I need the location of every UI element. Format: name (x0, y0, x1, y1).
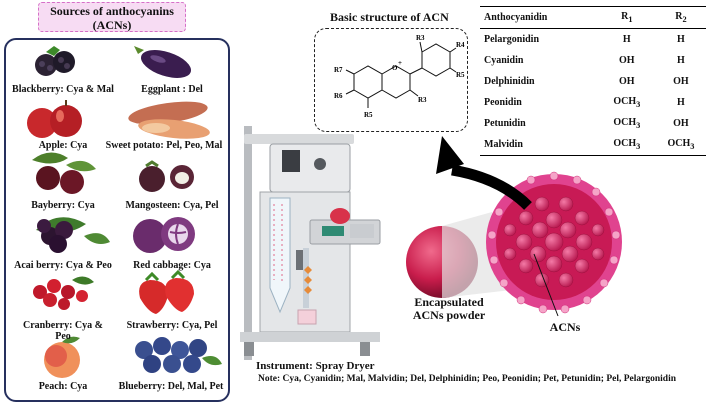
abbreviation-note: Note: Cya, Cyanidin; Mal, Malvidin; Del,… (258, 374, 677, 384)
arrow-to-structure (451, 164, 532, 210)
row-r1: H (622, 34, 631, 45)
bayberry-icon (32, 152, 96, 194)
row-name: Peonidin (484, 97, 522, 108)
food-illustrations (27, 46, 222, 378)
encapsulated-label-line2: ACNs powder (412, 308, 486, 322)
acns-pointer (533, 253, 559, 317)
sources-title: Sources of anthocyanins (ACNs) (38, 2, 186, 32)
r6-label: R6 (334, 92, 343, 100)
row-r2: H (677, 55, 685, 66)
instrument-label: Instrument: Spray Dryer (256, 360, 375, 372)
row-r2: OCH3 (667, 138, 695, 151)
row-name: Cyanidin (484, 55, 524, 66)
flavylium-structure: O + R3 R4 R5 R7 R6 R3 R5 (334, 34, 465, 119)
r7-label: R7 (334, 66, 343, 74)
acns-label: ACNs (549, 320, 581, 334)
caption-cranberry-line2: Peo (55, 331, 71, 342)
caption-bayberry: Bayberry: Cya (31, 200, 95, 211)
caption-peach: Peach: Cya (38, 381, 88, 392)
row-name: Malvidin (484, 139, 523, 150)
row-name: Pelargonidin (484, 34, 540, 45)
caption-strawberry: Strawberry: Cya, Pel (126, 320, 218, 331)
caption-blueberry: Blueberry: Del, Mal, Pet (118, 381, 224, 392)
caption-cranberry: Cranberry: Cya & Peo (9, 320, 117, 342)
caption-mangosteen: Mangosteen: Cya, Pel (125, 200, 219, 211)
r3-ring-label: R3 (418, 96, 427, 104)
strawberry-icon (139, 269, 194, 314)
row-r2: H (677, 34, 685, 45)
r5-bottom-label: R5 (364, 111, 373, 119)
row-r1: OCH3 (613, 96, 641, 109)
row-r2: H (677, 97, 685, 108)
sources-title-line1: Sources of anthocyanins (50, 4, 174, 18)
acai-berry-icon (36, 217, 110, 253)
row-name: Delphinidin (484, 76, 535, 87)
structure-box: O + R3 R4 R5 R7 R6 R3 R5 (314, 28, 468, 132)
caption-acai-berry: Acai berry: Cya & Peo (14, 260, 112, 271)
header-anthocyanidin: Anthocyanidin (484, 12, 548, 23)
row-r2: OH (673, 76, 689, 87)
table-row: Petunidin OCH3 OH (480, 113, 706, 134)
table-row: Peonidin OCH3 H (480, 92, 706, 113)
cranberry-icon (33, 276, 94, 310)
anthocyanidin-table: Anthocyanidin R1 R2 Pelargonidin H H Cya… (480, 6, 706, 156)
table-row: Delphinidin OH OH (480, 71, 706, 92)
sweet-potato-icon (128, 101, 210, 139)
row-r1: OH (619, 55, 635, 66)
table-row: Pelargonidin H H (480, 29, 706, 51)
r5-right-label: R5 (456, 71, 465, 79)
ring-bonds (345, 41, 457, 108)
mangosteen-icon (139, 160, 194, 192)
row-r2: OH (673, 118, 689, 129)
table-row: Cyanidin OH H (480, 50, 706, 71)
encapsulated-label-line1: Encapsulated (414, 295, 484, 309)
acn-particle (486, 171, 622, 317)
blackberry-icon (35, 46, 75, 76)
spray-dryer-icon (240, 126, 381, 360)
encapsulated-label: Encapsulated ACNs powder (394, 296, 504, 322)
row-r1: OCH3 (613, 117, 641, 130)
caption-blackberry: Blackberry: Cya & Mal (12, 84, 114, 95)
eggplant-icon (134, 46, 192, 78)
caption-red-cabbage: Red cabbage: Cya (133, 260, 211, 271)
r3-top-label: R3 (416, 34, 425, 42)
caption-apple: Apple: Cya (38, 140, 88, 151)
header-r2: R2 (675, 11, 687, 24)
oxonium-label: O (392, 64, 398, 72)
caption-cranberry-line1: Cranberry: Cya & (23, 320, 103, 331)
peach-icon (44, 336, 80, 378)
arrow-head (436, 136, 464, 174)
plus-label: + (398, 59, 402, 67)
header-r1: R1 (621, 11, 633, 24)
caption-sweet-potato: Sweet potato: Pel, Peo, Mal (105, 140, 223, 151)
sources-title-line2: (ACNs) (92, 18, 132, 32)
r4-label: R4 (456, 41, 465, 49)
row-r1: OH (619, 76, 635, 87)
blueberry-icon (135, 337, 222, 373)
caption-eggplant: Eggplant : Del (141, 84, 203, 95)
red-cabbage-icon (133, 217, 195, 253)
table-header-row: Anthocyanidin R1 R2 (480, 6, 706, 29)
apple-icon (27, 100, 82, 138)
process-illustration (240, 126, 622, 360)
row-name: Petunidin (484, 118, 526, 129)
sources-panel: Blackberry: Cya & Mal Eggplant : Del App… (4, 38, 230, 402)
table-row: Malvidin OCH3 OCH3 (480, 134, 706, 156)
row-r1: OCH3 (613, 138, 641, 151)
structure-title: Basic structure of ACN (330, 10, 449, 24)
